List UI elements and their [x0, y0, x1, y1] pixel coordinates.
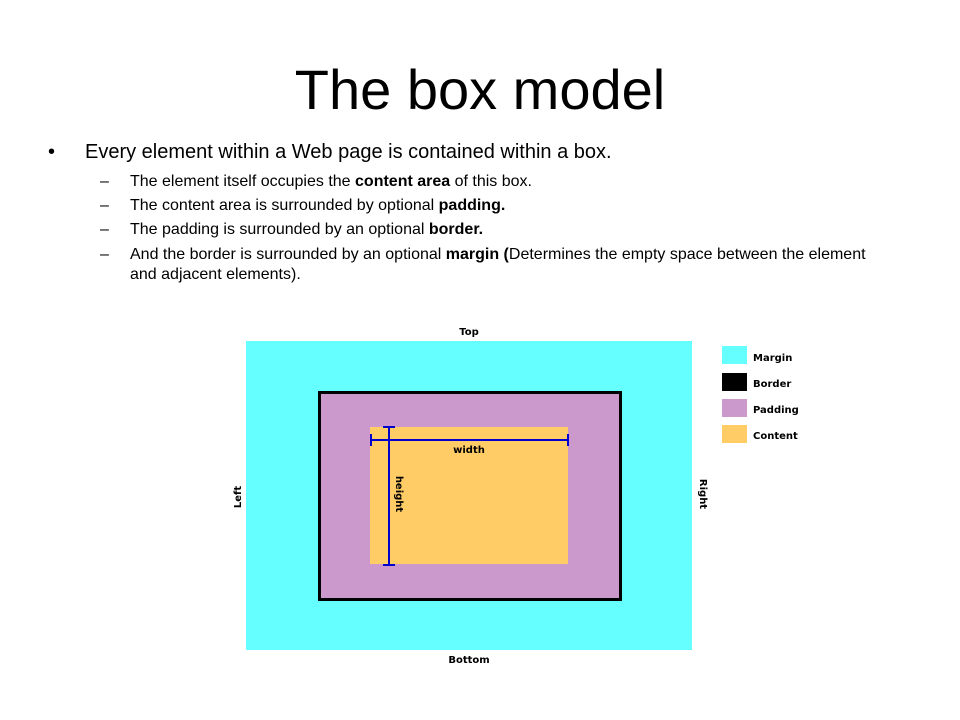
- legend-swatch-margin: [722, 346, 747, 364]
- dash-marker: –: [100, 173, 109, 190]
- sub-point-4-text: And the border is surrounded by an optio…: [130, 246, 446, 263]
- sub-point-2-bold: padding.: [438, 197, 506, 214]
- sub-point-3-bold: border.: [428, 221, 484, 238]
- sub-point-1-tail: of this box.: [450, 173, 532, 190]
- dash-marker: –: [100, 221, 109, 238]
- width-measure: [370, 434, 569, 446]
- dash-marker: –: [100, 197, 109, 214]
- sub-point-2-text: The content area is surrounded by option…: [130, 197, 439, 214]
- slide-title: The box model: [294, 58, 666, 121]
- legend-label-padding: Padding: [753, 405, 799, 416]
- top-label: Top: [459, 327, 479, 338]
- sub-point-4-bold: margin (: [445, 246, 509, 263]
- width-label: width: [453, 445, 485, 456]
- bullet-dot: •: [48, 141, 56, 163]
- height-label: height: [393, 476, 404, 513]
- legend-swatch-content: [722, 425, 747, 443]
- sub-point-1-text: The element itself occupies the: [130, 173, 356, 190]
- legend-swatch-padding: [722, 399, 747, 417]
- main-bullet-text: Every element within a Web page is conta…: [85, 141, 612, 163]
- legend-swatch-border: [722, 373, 747, 391]
- height-measure: [383, 426, 395, 566]
- legend-label-content: Content: [753, 431, 798, 442]
- right-label: Right: [697, 479, 708, 509]
- sub-point-4-tail: Determines the empty space between the e…: [130, 246, 866, 283]
- legend-label-margin: Margin: [753, 353, 792, 364]
- legend-label-border: Border: [753, 379, 791, 390]
- content-area: [370, 427, 568, 564]
- dash-marker: –: [100, 246, 109, 263]
- sub-point-1-bold: content area: [355, 173, 451, 190]
- bottom-label: Bottom: [448, 655, 489, 666]
- sub-point-3-text: The padding is surrounded by an optional: [130, 221, 429, 238]
- left-label: Left: [233, 486, 244, 509]
- legend: Margin Border Padding Content: [722, 346, 799, 443]
